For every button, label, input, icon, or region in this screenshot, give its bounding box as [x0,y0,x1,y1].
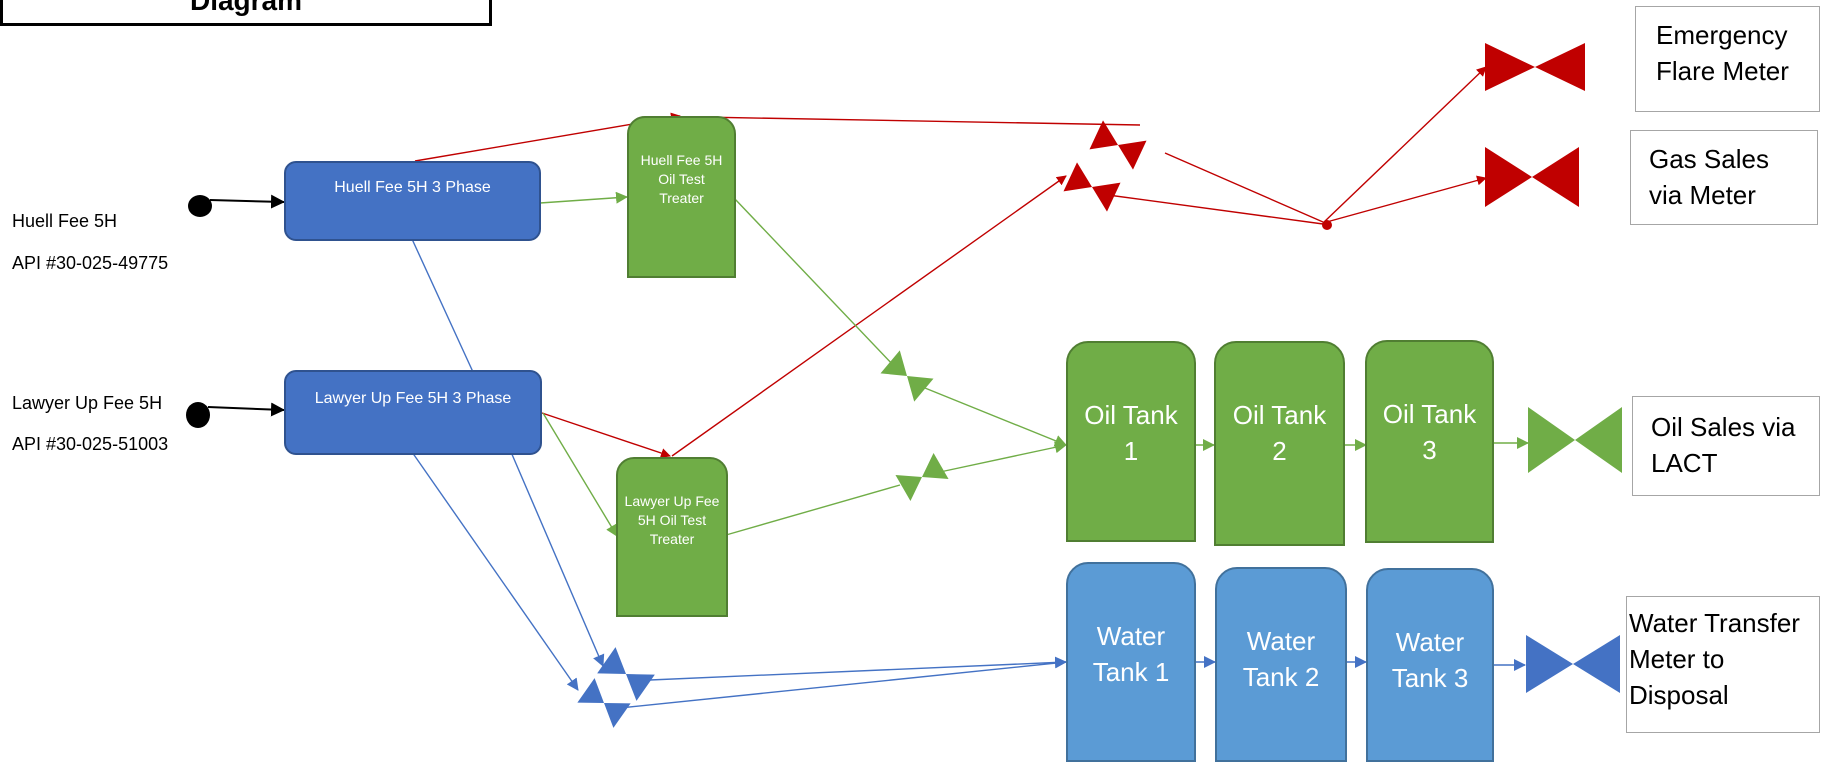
well-name-lawyer: Lawyer Up Fee 5H [12,393,163,413]
wellhead-inlets [186,194,285,428]
well-api-lawyer: API #30-025-51003 [12,434,169,454]
gas-sales-meter-valve [1485,147,1579,207]
water-tank-1-label: Water Tank 1 [1092,621,1170,687]
separator-lawyer: Lawyer Up Fee 5H 3 Phase [284,370,542,455]
oil-tank-1: Oil Tank 1 [1066,341,1196,542]
oil-sales-meter-valve [1528,407,1622,473]
separator-huell-label: Huell Fee 5H 3 Phase [334,179,491,196]
inlet-line-lawyer [207,402,285,417]
oil-tank-3-label: Oil Tank 3 [1382,399,1477,465]
water-lines [411,238,1526,709]
oil-valve-2 [895,453,949,501]
oil-tank-2: Oil Tank 2 [1214,341,1345,546]
flare-meter-valve [1485,43,1585,91]
water-tank-3: Water Tank 3 [1366,568,1494,762]
separator-huell: Huell Fee 5H 3 Phase [284,161,541,241]
water-tank-2-label: Water Tank 2 [1242,626,1320,692]
water-tank-1: Water Tank 1 [1066,562,1196,762]
water-transfer-meter-label: Water Transfer Meter to Disposal [1629,608,1800,710]
water-tank-3-label: Water Tank 3 [1391,627,1469,693]
flare-meter-label-box: Emergency Flare Meter [1635,6,1820,112]
water-tank-2: Water Tank 2 [1215,567,1347,762]
well-name-huell: Huell Fee 5H [12,211,118,231]
water-valve-1 [597,647,655,701]
oil-valve-1 [880,350,934,402]
water-valve-2 [577,678,631,728]
gas-sales-meter-label: Gas Sales via Meter [1649,144,1769,210]
separator-lawyer-label: Lawyer Up Fee 5H 3 Phase [314,390,512,407]
gas-valve-2 [1063,162,1121,212]
oil-tank-2-label: Oil Tank 2 [1232,400,1327,466]
well-api-huell: API #30-025-49775 [12,253,169,273]
diagram-title-text: Diagram [189,0,303,16]
gas-sales-meter-label-box: Gas Sales via Meter [1630,130,1818,225]
oil-tank-3: Oil Tank 3 [1365,340,1494,543]
treater-lawyer: Lawyer Up Fee 5H Oil Test Treater [616,457,728,617]
diagram-title: Diagram [0,0,492,26]
flare-meter-label: Emergency Flare Meter [1656,20,1789,86]
wellhead-marker-lawyer [186,402,210,428]
oil-lines [539,191,1529,537]
oil-sales-meter-label-box: Oil Sales via LACT [1632,396,1820,496]
treater-lawyer-label: Lawyer Up Fee 5H Oil Test Treater [624,493,720,547]
treater-huell-label: Huell Fee 5H Oil Test Treater [640,152,723,206]
water-transfer-meter-label-box: Water Transfer Meter to Disposal [1626,596,1820,733]
oil-tank-1-label: Oil Tank 1 [1084,400,1178,466]
wellhead-marker-huell [188,195,212,217]
treater-huell: Huell Fee 5H Oil Test Treater [627,116,736,278]
inlet-line-huell [209,194,285,209]
oil-sales-meter-label: Oil Sales via LACT [1651,412,1796,478]
gas-valve-1 [1089,120,1147,170]
water-transfer-meter-valve [1526,635,1620,693]
